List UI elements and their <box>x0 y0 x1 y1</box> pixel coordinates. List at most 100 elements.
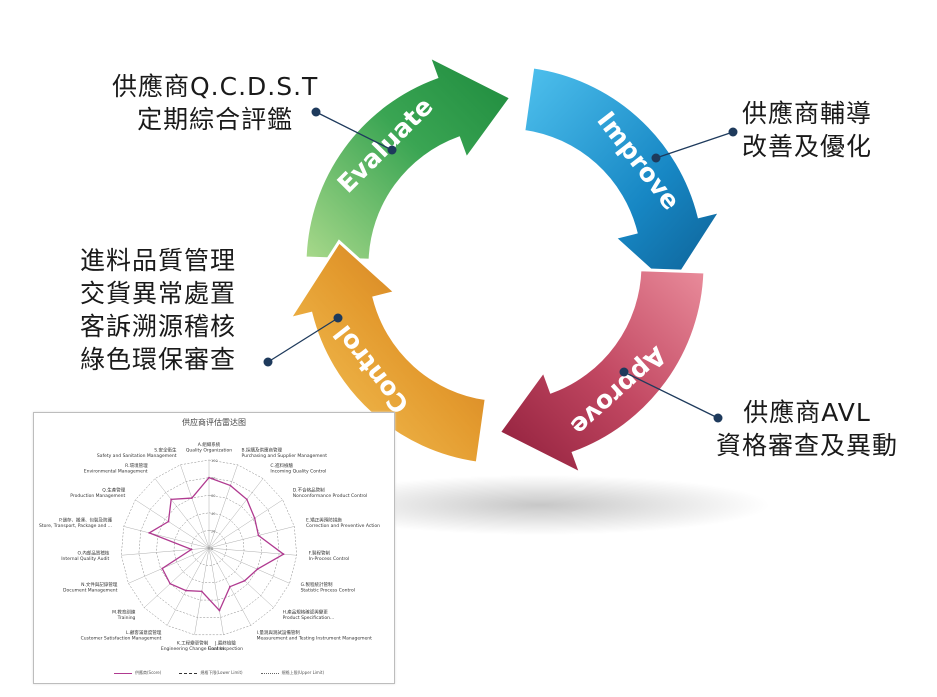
radar-point <box>229 484 232 487</box>
legend-label: 規格下限(Lower Limit) <box>200 670 243 675</box>
legend-swatch <box>260 672 279 674</box>
radar-axis-label-zh: H.產品規格確認與變更 <box>283 609 329 616</box>
connector-dot-improve-callout <box>728 127 738 137</box>
legend-label: 規格上限(Upper Limit) <box>281 670 325 675</box>
connector-line-approve <box>623 371 719 419</box>
radar-point <box>256 568 259 571</box>
legend-item-score: 供應商(Score) <box>114 670 161 676</box>
radar-point <box>148 531 151 534</box>
radar-axis-label-zh: G.製程統計管制 <box>301 581 333 588</box>
radar-point <box>245 498 248 501</box>
callout-evaluate-line-2: 定期綜合評鑑 <box>137 105 294 134</box>
radar-axis-label-en: In-Process Control <box>309 556 350 562</box>
radar-spoke <box>166 547 210 626</box>
radar-series-score <box>147 476 285 612</box>
radar-point <box>253 517 256 520</box>
callout-control-line-4: 綠色環保審查 <box>80 345 237 374</box>
radar-spoke <box>144 547 210 608</box>
arrow-evaluate <box>303 53 514 262</box>
connector-dot-control-arrow <box>333 313 343 323</box>
radar-axis-label-en: Engineering Change Control <box>161 646 224 652</box>
radar-grid-ring <box>173 512 245 583</box>
radar-axis-label-en: Internal Quality Audit <box>61 556 109 562</box>
arrow-approve <box>496 268 707 477</box>
legend-swatch <box>179 672 198 674</box>
radar-point <box>218 609 221 612</box>
radar-grid-ring <box>191 530 227 566</box>
radar-spoke <box>123 526 210 549</box>
callout-improve: 供應商輔導 改善及優化 <box>742 97 872 163</box>
radar-spoke <box>121 547 210 556</box>
radar-axis-label-en: Quality Organization <box>186 448 232 454</box>
radar-axis-label-en: Customer Satisfaction Management <box>81 635 162 641</box>
radar-axis-label-zh: L.顧客滿意度管理 <box>126 629 162 636</box>
radar-axis-label-zh: D.不合格品管制 <box>293 486 325 493</box>
radar-spoke <box>208 464 238 549</box>
radar-tick-label: 0 <box>211 547 213 551</box>
radar-spoke <box>135 499 210 549</box>
radar-point <box>200 590 203 593</box>
callout-improve-line-1: 供應商輔導 <box>742 99 873 128</box>
radar-axis-label-zh: K.工程變更管制 <box>177 640 209 647</box>
radar-spoke <box>208 547 224 635</box>
radar-axis-label-zh: R.環境管理 <box>125 462 148 469</box>
radar-axis-label-en: Document Management <box>63 588 118 594</box>
radar-point <box>257 534 260 537</box>
radar-axis-label-en: Correction and Preventive Action <box>306 523 380 529</box>
radar-axis-label-zh: A.組織系統 <box>198 441 221 448</box>
connector-dot-evaluate-callout <box>311 107 321 117</box>
radar-axis-label-en: Safety and Sanitation Management <box>97 453 177 459</box>
radar-axis-label-en: Purchasing and Supplier Management <box>241 453 327 459</box>
callout-approve: 供應商AVL 資格審查及異動 <box>716 396 898 462</box>
connector-dot-approve-arrow <box>619 367 629 377</box>
callout-control: 進料品質管理 交貨異常處置 客訴溯源稽核 綠色環保審查 <box>80 244 236 376</box>
radar-spoke <box>180 464 210 549</box>
connector-dot-control-callout <box>263 357 273 367</box>
radar-point <box>208 476 210 479</box>
radar-axis-label-zh: I.量測與測試設備管制 <box>257 629 301 636</box>
legend-item-upper: 規格上限(Upper Limit) <box>260 670 325 676</box>
radar-spoke <box>208 547 274 608</box>
arrow-control <box>286 239 488 465</box>
radar-axis-label-zh: B.採購及供應商管理 <box>241 446 282 453</box>
radar-axis-label-zh: S.安全衛生 <box>154 446 177 453</box>
callout-improve-line-2: 改善及優化 <box>742 132 873 161</box>
radar-axis-label-en: Nonconformance Product Control <box>293 493 368 499</box>
radar-point <box>170 498 173 501</box>
radar-point <box>169 582 172 585</box>
radar-grid-ring <box>121 459 297 636</box>
radar-axis-label-zh: N.文件與記錄管理 <box>81 581 118 588</box>
radar-tick-label: 40 <box>211 512 215 516</box>
legend-item-lower: 規格下限(Lower Limit) <box>179 670 243 676</box>
callout-evaluate: 供應商Q.C.D.S.T 定期綜合評鑑 <box>112 70 318 136</box>
radar-axis-label-zh: P.儲存、搬運、包裝及防護 <box>59 516 112 523</box>
radar-title: 供应商评估雷达图 <box>182 418 246 427</box>
radar-tick-label: 20 <box>211 529 215 533</box>
radar-spoke <box>128 547 210 584</box>
radar-axis-label-en: Final Inspection <box>208 646 243 652</box>
radar-point <box>190 548 193 551</box>
radar-spoke <box>208 547 297 556</box>
radar-spoke <box>208 526 295 549</box>
callout-control-line-3: 客訴溯源稽核 <box>80 312 237 341</box>
radar-legend: 供應商(Score) 規格下限(Lower Limit) 規格上限(Upper … <box>114 668 324 678</box>
radar-point <box>282 553 285 556</box>
radar-axis-label-en: Training <box>117 615 136 621</box>
radar-axis-label-zh: J.最終檢驗 <box>214 640 236 647</box>
radar-point <box>229 585 231 588</box>
callout-approve-line-1: 供應商AVL <box>743 398 871 427</box>
callout-approve-line-2: 資格審查及異動 <box>716 431 899 460</box>
radar-axis-label-en: Environmental Management <box>84 469 148 475</box>
radar-axis-label-en: Statistic Process Control <box>301 588 355 594</box>
connector-dot-evaluate-arrow <box>387 145 397 155</box>
radar-point <box>190 497 193 499</box>
radar-spoke <box>208 499 283 549</box>
radar-axis-label-en: Store, Transport, Package and ... <box>39 523 112 529</box>
connector-dot-improve-arrow <box>651 153 661 163</box>
radar-axis-label-zh: E.矯正與預防措施 <box>306 516 342 523</box>
radar-spoke <box>154 478 210 549</box>
radar-axis-label-en: Incoming Quality Control <box>270 469 326 475</box>
